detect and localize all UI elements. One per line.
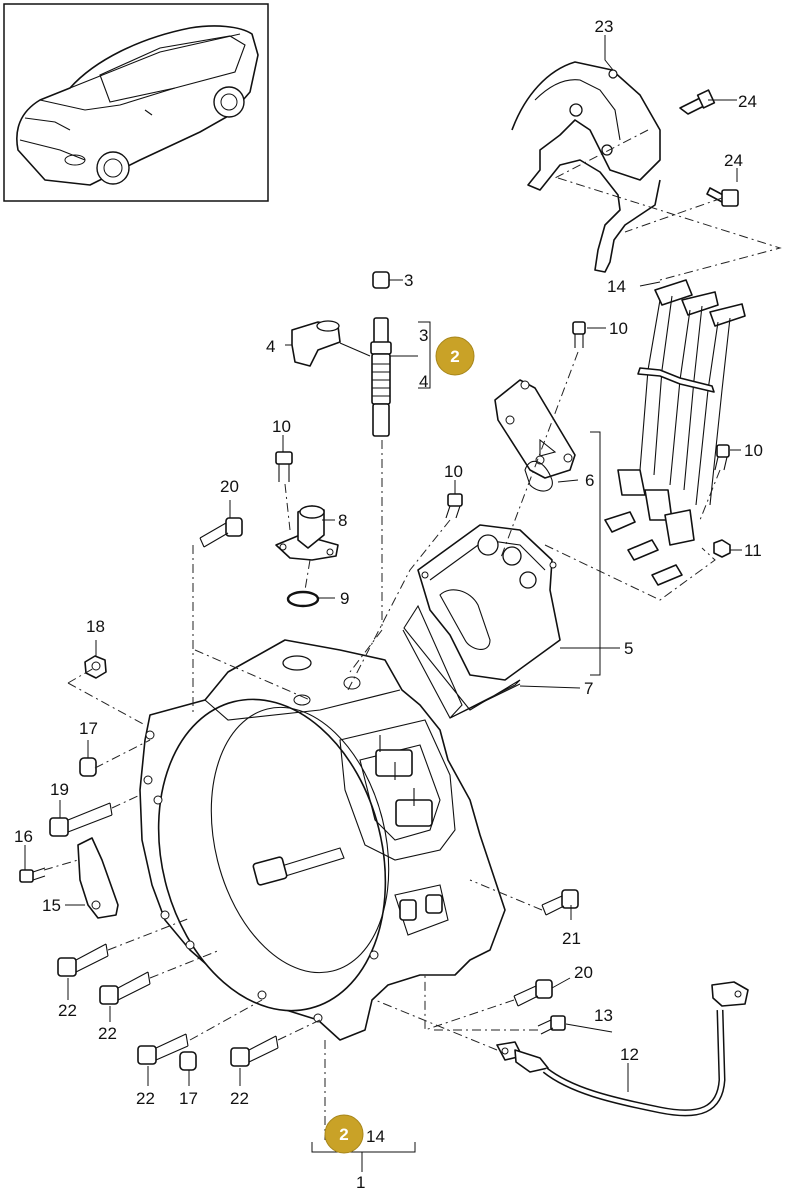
callout-8: 8 bbox=[338, 511, 347, 530]
bolt-19[interactable] bbox=[49, 802, 113, 837]
bolt-22-b[interactable] bbox=[99, 971, 151, 1005]
callout-12: 12 bbox=[620, 1045, 639, 1064]
callout-3-top: 3 bbox=[404, 271, 413, 290]
nut-18[interactable] bbox=[84, 655, 107, 679]
bolt-20-upper[interactable] bbox=[199, 517, 243, 548]
car-thumbnail-icon bbox=[16, 25, 259, 186]
callout-9: 9 bbox=[340, 589, 349, 608]
callout-10-b: 10 bbox=[744, 441, 763, 460]
leader-lines bbox=[24, 35, 742, 1172]
callout-20-lower: 20 bbox=[574, 963, 593, 982]
callout-1: 1 bbox=[356, 1173, 365, 1192]
nut-11[interactable] bbox=[713, 539, 731, 558]
bolt-10-d[interactable] bbox=[445, 493, 463, 519]
bolt-24-lower[interactable] bbox=[706, 187, 739, 207]
callout-10-a: 10 bbox=[609, 319, 628, 338]
seal-ring-6[interactable] bbox=[524, 460, 553, 492]
callout-19: 19 bbox=[50, 780, 69, 799]
callout-10-c: 10 bbox=[272, 417, 291, 436]
cap-3[interactable] bbox=[372, 271, 390, 289]
clip-4[interactable] bbox=[291, 320, 341, 367]
callout-4-left: 4 bbox=[266, 337, 275, 356]
bolt-13[interactable] bbox=[537, 1015, 566, 1035]
dowel-17-upper[interactable] bbox=[79, 757, 97, 777]
vent-tube-3[interactable] bbox=[370, 317, 392, 437]
svg-text:2: 2 bbox=[450, 347, 459, 366]
bolt-10-c[interactable] bbox=[275, 451, 293, 482]
oil-line-assembly[interactable] bbox=[604, 279, 746, 586]
callout-11: 11 bbox=[744, 541, 762, 560]
bolt-10-a[interactable] bbox=[572, 321, 586, 348]
callout-15: 15 bbox=[42, 896, 61, 915]
bolt-16[interactable] bbox=[19, 867, 46, 883]
bolt-10-b[interactable] bbox=[714, 444, 730, 471]
o-ring-9[interactable] bbox=[286, 590, 320, 608]
assembly-lines bbox=[43, 129, 782, 1140]
callout-17-lower: 17 bbox=[179, 1089, 198, 1108]
gasket-7[interactable] bbox=[402, 604, 521, 719]
hydraulic-control-unit-5[interactable] bbox=[417, 524, 561, 681]
callout-labels: 23 24 24 3 3 4 4 14 10 10 10 10 11 6 5 7… bbox=[14, 17, 763, 1192]
callout-4-bracket: 4 bbox=[419, 372, 428, 391]
callout-23: 23 bbox=[595, 17, 614, 36]
callout-14-upper: 14 bbox=[607, 277, 626, 296]
callout-22-d: 22 bbox=[230, 1089, 249, 1108]
callout-22-c: 22 bbox=[136, 1089, 155, 1108]
callout-22-b: 22 bbox=[98, 1024, 117, 1043]
callout-6: 6 bbox=[585, 471, 594, 490]
bolt-22-d[interactable] bbox=[230, 1035, 279, 1067]
bolt-24-upper[interactable] bbox=[679, 89, 716, 115]
callout-13: 13 bbox=[594, 1006, 613, 1025]
svg-text:2: 2 bbox=[339, 1125, 348, 1144]
dowel-17-lower[interactable] bbox=[179, 1051, 197, 1071]
callout-7: 7 bbox=[584, 679, 593, 698]
callout-22-a: 22 bbox=[58, 1001, 77, 1020]
bolt-20-lower[interactable] bbox=[513, 979, 553, 1007]
callout-14-lower: 14 bbox=[366, 1127, 385, 1146]
vehicle-thumbnail[interactable] bbox=[3, 3, 269, 202]
bolt-22-c[interactable] bbox=[137, 1033, 189, 1065]
ground-strap-12[interactable] bbox=[496, 981, 749, 1117]
bolt-22-a[interactable] bbox=[57, 943, 109, 977]
badge-2-lower[interactable]: 2 bbox=[324, 1114, 364, 1154]
sensor-8[interactable] bbox=[275, 505, 339, 561]
callout-21: 21 bbox=[562, 929, 581, 948]
callout-3-bracket: 3 bbox=[419, 326, 428, 345]
callout-18: 18 bbox=[86, 617, 105, 636]
badge-2-upper[interactable]: 2 bbox=[435, 336, 475, 376]
bracket-15[interactable] bbox=[77, 837, 119, 919]
callout-10-d: 10 bbox=[444, 462, 463, 481]
cover-plate-6[interactable] bbox=[494, 379, 576, 479]
callout-5: 5 bbox=[624, 639, 633, 658]
callout-20-upper: 20 bbox=[220, 477, 239, 496]
callout-24-lower: 24 bbox=[724, 151, 743, 170]
heat-shield-bracket[interactable] bbox=[511, 61, 661, 273]
callout-16: 16 bbox=[14, 827, 33, 846]
callout-17-upper: 17 bbox=[79, 719, 98, 738]
bolt-21[interactable] bbox=[541, 889, 579, 916]
callout-24-upper: 24 bbox=[738, 92, 757, 111]
transmission-housing-1[interactable] bbox=[127, 639, 506, 1041]
